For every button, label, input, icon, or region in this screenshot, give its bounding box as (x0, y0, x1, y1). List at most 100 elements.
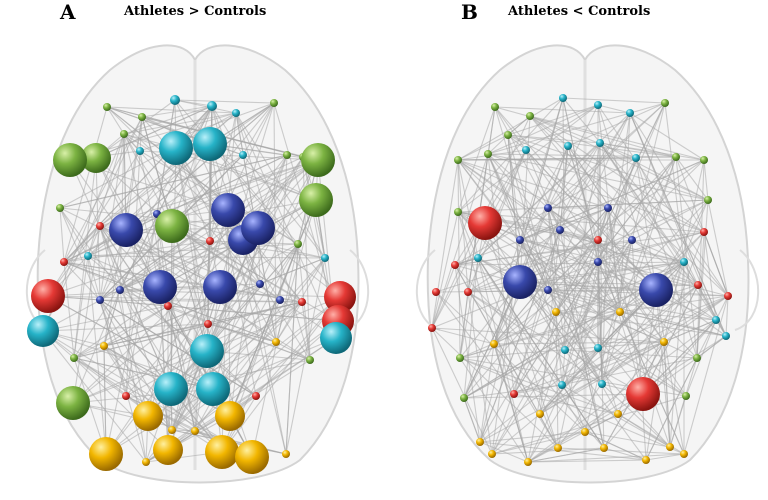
network-node-a (299, 183, 333, 217)
network-node-a (31, 279, 65, 313)
network-edge (491, 447, 605, 455)
network-node-a (203, 270, 237, 304)
network-edge (703, 231, 729, 297)
network-edge (123, 133, 161, 288)
network-edge (507, 134, 677, 158)
network-edge (479, 347, 599, 443)
network-edge (487, 153, 515, 395)
network-node-a (294, 240, 302, 248)
network-edge (547, 142, 601, 209)
network-node-b (660, 338, 668, 346)
network-edge (63, 106, 108, 263)
network-edge (494, 106, 657, 291)
network-node-a (215, 401, 245, 431)
network-edge (99, 299, 339, 322)
network-edge (683, 261, 717, 321)
network-edge (457, 159, 599, 349)
network-node-b (626, 109, 634, 117)
network-edge (175, 147, 277, 343)
network-edge (597, 112, 631, 349)
network-edge (525, 149, 657, 291)
network-edge (156, 213, 169, 451)
network-edge (63, 261, 75, 359)
network-edge (487, 153, 549, 291)
network-node-a (100, 342, 108, 350)
network-edge (72, 239, 244, 404)
network-node-a (56, 386, 90, 420)
network-node-a (168, 426, 176, 434)
network-node-b (594, 101, 602, 109)
network-edge (529, 115, 709, 201)
network-node-b (581, 428, 589, 436)
network-node-b (600, 444, 608, 452)
network-edge (525, 104, 599, 151)
network-edge (663, 319, 717, 343)
network-edge (564, 349, 698, 359)
network-node-b (558, 381, 566, 389)
network-node-b (468, 206, 502, 240)
network-edge (119, 240, 211, 291)
network-edge (145, 320, 339, 463)
network-edge (170, 341, 277, 390)
network-edge (467, 291, 493, 455)
network-node-b (722, 332, 730, 340)
network-edge (539, 295, 729, 415)
panel-a-title: Athletes > Controls (124, 4, 267, 19)
network-node-a (211, 193, 245, 227)
network-edge (513, 207, 609, 395)
network-node-b (524, 458, 532, 466)
network-edge (619, 112, 631, 313)
network-edge (584, 413, 619, 433)
network-edge (663, 295, 729, 343)
network-edge (123, 133, 317, 201)
network-edge (457, 159, 479, 259)
network-edge (597, 261, 687, 397)
network-edge (459, 357, 529, 463)
network-edge (547, 207, 727, 337)
network-edge (562, 97, 599, 263)
network-edge (663, 341, 671, 448)
network-edge (170, 301, 303, 390)
network-edge (599, 142, 677, 158)
network-edge (584, 431, 647, 461)
network-node-a (109, 213, 143, 247)
network-edge (539, 384, 563, 415)
network-edge (87, 255, 326, 259)
network-node-b (503, 265, 537, 299)
network-node-b (561, 346, 569, 354)
network-edge (463, 343, 495, 399)
network-edge (519, 239, 644, 395)
network-node-a (256, 280, 264, 288)
network-node-a (232, 109, 240, 117)
network-edge (459, 357, 685, 455)
network-edge (156, 213, 196, 432)
network-edge (63, 261, 221, 288)
network-edge (487, 134, 509, 155)
network-node-a (204, 320, 212, 328)
network-edge (597, 347, 687, 397)
network-edge (547, 112, 631, 291)
network-node-b (552, 308, 560, 316)
network-edge (457, 97, 564, 161)
network-edge (547, 207, 605, 449)
network-edge (141, 116, 173, 227)
network-node-a (301, 143, 335, 177)
network-edge (285, 257, 326, 455)
network-edge (479, 229, 561, 443)
network-node-b (700, 228, 708, 236)
network-edge (105, 213, 158, 455)
network-edge (454, 239, 633, 266)
network-edge (235, 112, 311, 361)
network-edge (479, 343, 495, 443)
network-edge (219, 199, 317, 288)
network-node-b (614, 410, 622, 418)
network-edge (547, 156, 677, 291)
network-node-a (196, 372, 230, 406)
network-node-b (516, 236, 524, 244)
network-edge (171, 296, 341, 431)
network-edge (99, 299, 257, 397)
network-edge (491, 413, 541, 455)
network-node-b (451, 261, 459, 269)
network-edge (103, 289, 121, 347)
network-node-a (298, 298, 306, 306)
